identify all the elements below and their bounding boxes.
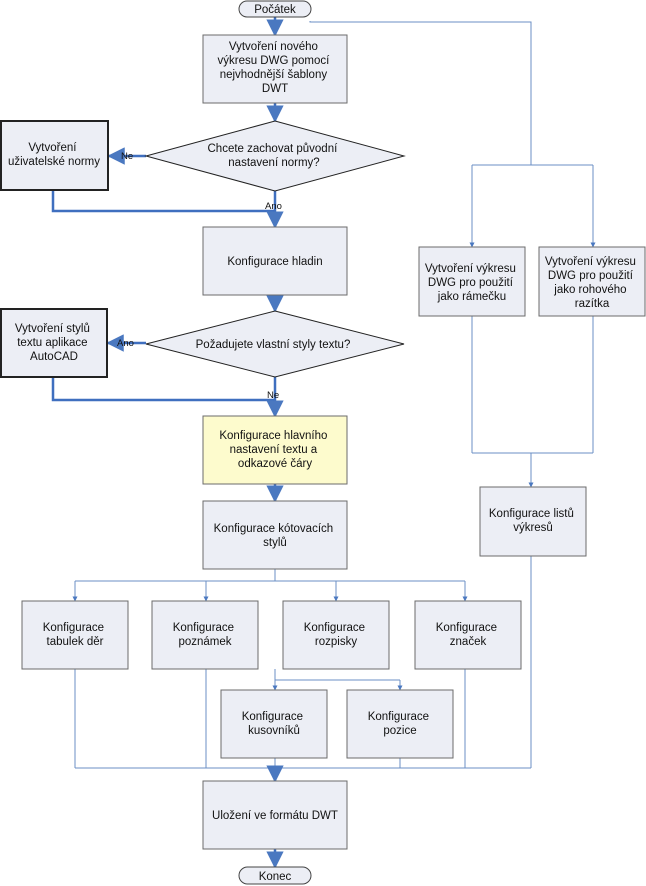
decision-keep-standard[interactable]: Chcete zachovat původní nastavení normy? <box>144 120 406 192</box>
box-balloons-label: Konfigurace pozice <box>368 711 433 737</box>
box-parts-label: Konfigurace kusovníků <box>242 711 307 737</box>
edge-label-text-yes: Ano <box>117 338 134 349</box>
box-hole-tables[interactable]: Konfigurace tabulek děr <box>21 600 129 670</box>
box-title-block-label: Vytvoření výkresu DWG pro použití jako r… <box>545 256 639 310</box>
box-parts-lists[interactable]: Konfigurace rozpisky <box>282 600 390 670</box>
decision-keep-standard-label: Chcete zachovat původní nastavení normy? <box>208 143 341 169</box>
box-new-drawing[interactable]: Vytvoření nového výkresu DWG pomocí nejv… <box>202 34 348 104</box>
box-main-text[interactable]: Konfigurace hlavního nastavení textu a o… <box>202 415 348 485</box>
box-sheets-label: Konfigurace listů výkresů <box>489 508 577 534</box>
box-user-standard-label: Vytvoření uživatelské normy <box>8 142 100 168</box>
edge-label-text-no: Ne <box>267 390 279 401</box>
box-border[interactable]: Vytvoření výkresu DWG pro použití jako r… <box>418 246 526 317</box>
box-save-dwt-label: Uložení ve formátu DWT <box>212 810 338 822</box>
edge-label-keep-no: Ne <box>121 151 133 162</box>
box-layers[interactable]: Konfigurace hladin <box>202 226 348 296</box>
box-border-label: Vytvoření výkresu DWG pro použití jako r… <box>425 263 519 303</box>
decision-custom-text-label: Požadujete vlastní styly textu? <box>196 339 351 351</box>
box-title-block[interactable]: Vytvoření výkresu DWG pro použití jako r… <box>538 246 646 317</box>
main-flow <box>51 17 284 869</box>
decision-custom-text[interactable]: Požadujete vlastní styly textu? <box>145 310 405 378</box>
box-hole-tables-label: Konfigurace tabulek děr <box>43 622 108 648</box>
box-new-drawing-label: Vytvoření nového výkresu DWG pomocí nejv… <box>217 41 332 95</box>
flow-user-standard-return <box>51 190 275 213</box>
box-parts[interactable]: Konfigurace kusovníků <box>220 689 328 759</box>
box-dim-styles-label: Konfigurace kótovacích stylů <box>214 523 337 549</box>
flow-text-styles-return <box>51 377 275 402</box>
edge-label-keep-yes: Ano <box>265 201 282 212</box>
box-symbols[interactable]: Konfigurace značek <box>414 600 522 670</box>
box-user-standard[interactable]: Vytvoření uživatelské normy <box>0 120 109 191</box>
start-terminal[interactable]: Počátek <box>238 0 312 18</box>
box-dim-styles[interactable]: Konfigurace kótovacích stylů <box>202 500 348 570</box>
end-terminal[interactable]: Konec <box>238 866 312 885</box>
end-terminal-label: Konec <box>259 871 292 883</box>
connector-start-right <box>309 21 532 165</box>
box-symbols-label: Konfigurace značek <box>436 622 501 648</box>
box-main-text-label: Konfigurace hlavního nastavení textu a o… <box>219 430 330 470</box>
box-text-styles[interactable]: Vytvoření stylů textu aplikace AutoCAD <box>0 308 108 378</box>
box-text-styles-label: Vytvoření stylů textu aplikace AutoCAD <box>15 323 93 363</box>
box-notes-label: Konfigurace poznámek <box>173 622 238 648</box>
box-save-dwt[interactable]: Uložení ve formátu DWT <box>202 780 348 850</box>
box-balloons[interactable]: Konfigurace pozice <box>346 689 454 759</box>
box-notes[interactable]: Konfigurace poznámek <box>151 600 259 670</box>
box-parts-lists-label: Konfigurace rozpisky <box>304 622 369 648</box>
box-layers-label: Konfigurace hladin <box>227 256 322 268</box>
start-terminal-label: Počátek <box>254 4 296 16</box>
box-sheets[interactable]: Konfigurace listů výkresů <box>479 486 587 557</box>
